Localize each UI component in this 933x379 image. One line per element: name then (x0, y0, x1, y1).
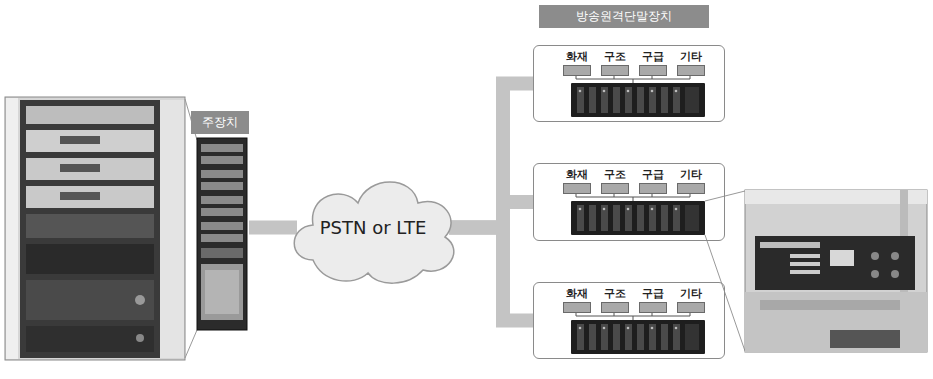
tag-label: 주장치 (191, 111, 249, 134)
group-label: 방송원격단말장치 (539, 5, 709, 28)
module-icon (639, 65, 667, 76)
terminal-photo (745, 190, 927, 352)
module-label: 구급 (636, 50, 670, 64)
module-label: 화재 (560, 50, 594, 64)
device-label: 주장치 (191, 111, 249, 333)
module-icon (563, 302, 591, 313)
module-box: 화재 (560, 287, 594, 313)
module-label: 구조 (598, 168, 632, 182)
terminal-device (571, 76, 705, 117)
module-label: 구급 (636, 287, 670, 301)
terminal-box: 화재 구조 구급 기타 (533, 282, 725, 359)
module-icon (639, 183, 667, 194)
module-box: 구급 (636, 50, 670, 76)
rack-photo (5, 97, 185, 360)
rack-icon (197, 138, 247, 330)
module-icon (563, 65, 591, 76)
network-cloud: PSTN or LTE (283, 165, 463, 290)
module-box: 기타 (674, 50, 708, 76)
module-icon (563, 183, 591, 194)
terminal-device (571, 313, 705, 354)
cloud-outline (294, 182, 454, 283)
terminal-device (571, 194, 705, 235)
module-label: 화재 (560, 287, 594, 301)
module-icon (601, 65, 629, 76)
network-label: PSTN or LTE (320, 217, 427, 238)
module-box: 구급 (636, 168, 670, 194)
module-label: 기타 (674, 287, 708, 301)
module-label: 화재 (560, 168, 594, 182)
terminal-box: 화재 구조 구급 기타 (533, 45, 725, 122)
module-box: 기타 (674, 168, 708, 194)
module-label: 기타 (674, 50, 708, 64)
module-label: 구조 (598, 50, 632, 64)
module-icon (677, 183, 705, 194)
link-band (249, 221, 297, 235)
module-label: 구조 (598, 287, 632, 301)
zoom-line (185, 99, 197, 358)
module-box: 구조 (598, 50, 632, 76)
module-box: 화재 (560, 168, 594, 194)
tag-label: 방송원격단말장치 (539, 5, 709, 28)
module-box: 화재 (560, 50, 594, 76)
module-icon (677, 65, 705, 76)
module-box: 구조 (598, 168, 632, 194)
module-icon (639, 302, 667, 313)
module-label: 구급 (636, 168, 670, 182)
module-icon (601, 302, 629, 313)
module-box: 구급 (636, 287, 670, 313)
link-band (449, 84, 533, 228)
module-box: 구조 (598, 287, 632, 313)
module-box: 기타 (674, 287, 708, 313)
module-icon (601, 183, 629, 194)
terminal-box: 화재 구조 구급 기타 (533, 163, 725, 241)
zoom-line (705, 191, 745, 351)
module-label: 기타 (674, 168, 708, 182)
module-icon (677, 302, 705, 313)
link-band (449, 228, 533, 321)
